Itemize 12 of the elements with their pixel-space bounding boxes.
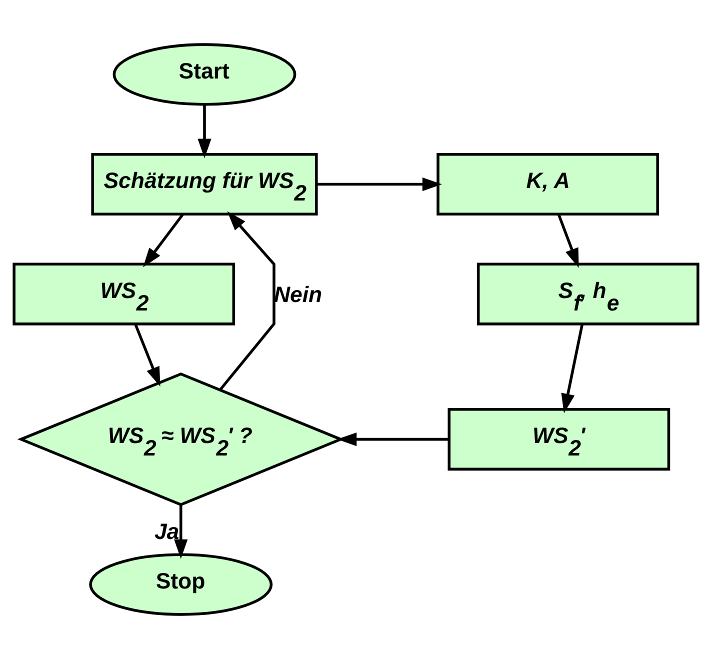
node-box: K, A: [436, 152, 659, 216]
arrow: [198, 104, 212, 158]
arrow: [316, 177, 442, 192]
node-ellipse: Start: [112, 43, 296, 106]
arrow: [174, 504, 188, 559]
arrow: [219, 211, 276, 390]
arrow: [134, 324, 160, 387]
arrow: [557, 214, 579, 268]
node-ellipse: Stop: [89, 553, 273, 616]
arrow: [143, 213, 184, 268]
arrow: [561, 324, 584, 414]
edge-label: Ja: [154, 519, 180, 544]
